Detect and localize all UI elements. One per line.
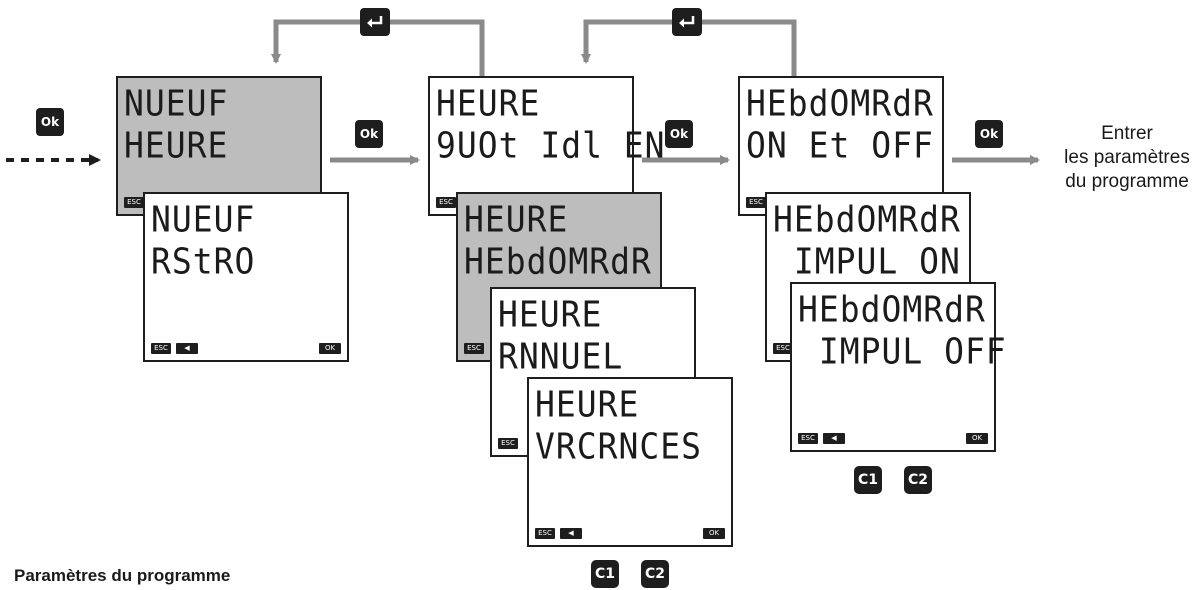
lcd-line-2: RStRO: [151, 239, 256, 283]
esc-key[interactable]: ESC: [746, 197, 766, 208]
esc-key[interactable]: ESC: [151, 343, 171, 354]
lcd-button-bar: ESC ◀ OK: [151, 343, 341, 354]
lcd-button-bar: ESC ◀ OK: [535, 528, 725, 539]
lcd-line-2: IMPUL ON: [773, 239, 961, 283]
ok-key[interactable]: OK: [319, 343, 341, 354]
ok-button-2[interactable]: Ok: [665, 120, 693, 148]
lcd-line-2: IMPUL OFF: [798, 329, 1007, 373]
channel-c1-badge: C1: [854, 466, 882, 494]
enter-button-1[interactable]: [360, 8, 390, 36]
esc-key[interactable]: ESC: [535, 528, 555, 539]
enter-return-icon: [367, 16, 383, 28]
ok-key[interactable]: OK: [703, 528, 725, 539]
lcd-line-2: VRCRNCES: [535, 424, 702, 468]
esc-key[interactable]: ESC: [498, 438, 518, 449]
section-title: Paramètres du programme: [14, 566, 231, 585]
lcd-button-bar: ESC: [746, 197, 936, 208]
ok-button-1[interactable]: Ok: [355, 120, 383, 148]
enter-parameters-label: Entrer les paramètres du programme: [1054, 122, 1200, 194]
esc-key[interactable]: ESC: [124, 197, 144, 208]
ok-button-entry[interactable]: Ok: [36, 108, 64, 136]
label-line-1: Entrer: [1101, 123, 1153, 144]
lcd-line-2: HEURE: [124, 123, 229, 167]
ok-key[interactable]: OK: [966, 433, 988, 444]
lcd-button-bar: ESC: [498, 438, 688, 449]
lcd-line-2: HEbdOMRdR: [464, 239, 652, 283]
esc-key[interactable]: ESC: [464, 343, 484, 354]
lcd-button-bar: ESC: [773, 343, 963, 354]
lcd-line-1: HEbdOMRdR: [798, 287, 986, 331]
channel-c2-badge: C2: [904, 466, 932, 494]
left-arrow-icon[interactable]: ◀: [560, 528, 582, 539]
lcd-line-1: HEURE: [436, 81, 541, 125]
channel-c2-badge: C2: [641, 560, 669, 588]
lcd-line-2: ON Et OFF: [746, 123, 934, 167]
lcd-button-bar: ESC: [124, 197, 314, 208]
lcd-button-bar: ESC: [436, 197, 626, 208]
lcd-line-1: HEURE: [535, 382, 640, 426]
left-arrow-icon[interactable]: ◀: [823, 433, 845, 444]
label-line-2: les paramètres: [1064, 147, 1190, 168]
channel-c1-badge: C1: [591, 560, 619, 588]
ok-button-3[interactable]: Ok: [975, 120, 1003, 148]
lcd-button-bar: ESC: [464, 343, 654, 354]
lcd-line-1: NUEUF: [124, 81, 229, 125]
enter-return-icon: [679, 16, 695, 28]
lcd-line-1: HEbdOMRdR: [746, 81, 934, 125]
lcd-line-1: HEbdOMRdR: [773, 197, 961, 241]
lcd-line-1: HEURE: [464, 197, 569, 241]
lcd-hebdo-impul-off: HEbdOMRdR IMPUL OFF ESC ◀ OK: [790, 282, 1007, 452]
lcd-line-2: RNNUEL: [498, 334, 624, 378]
esc-key[interactable]: ESC: [773, 343, 793, 354]
label-line-3: du programme: [1065, 171, 1189, 192]
lcd-line-2: 9UOt Idl EN: [436, 123, 666, 167]
lcd-heure-vacances: HEURE VRCRNCES ESC ◀ OK: [527, 377, 733, 547]
lcd-button-bar: ESC ◀ OK: [798, 433, 988, 444]
lcd-neuf-astro: NUEUF RStRO ESC ◀ OK: [143, 192, 349, 362]
lcd-line-1: NUEUF: [151, 197, 256, 241]
esc-key[interactable]: ESC: [436, 197, 456, 208]
esc-key[interactable]: ESC: [798, 433, 818, 444]
lcd-line-1: HEURE: [498, 292, 603, 336]
left-arrow-icon[interactable]: ◀: [176, 343, 198, 354]
enter-button-2[interactable]: [672, 8, 702, 36]
